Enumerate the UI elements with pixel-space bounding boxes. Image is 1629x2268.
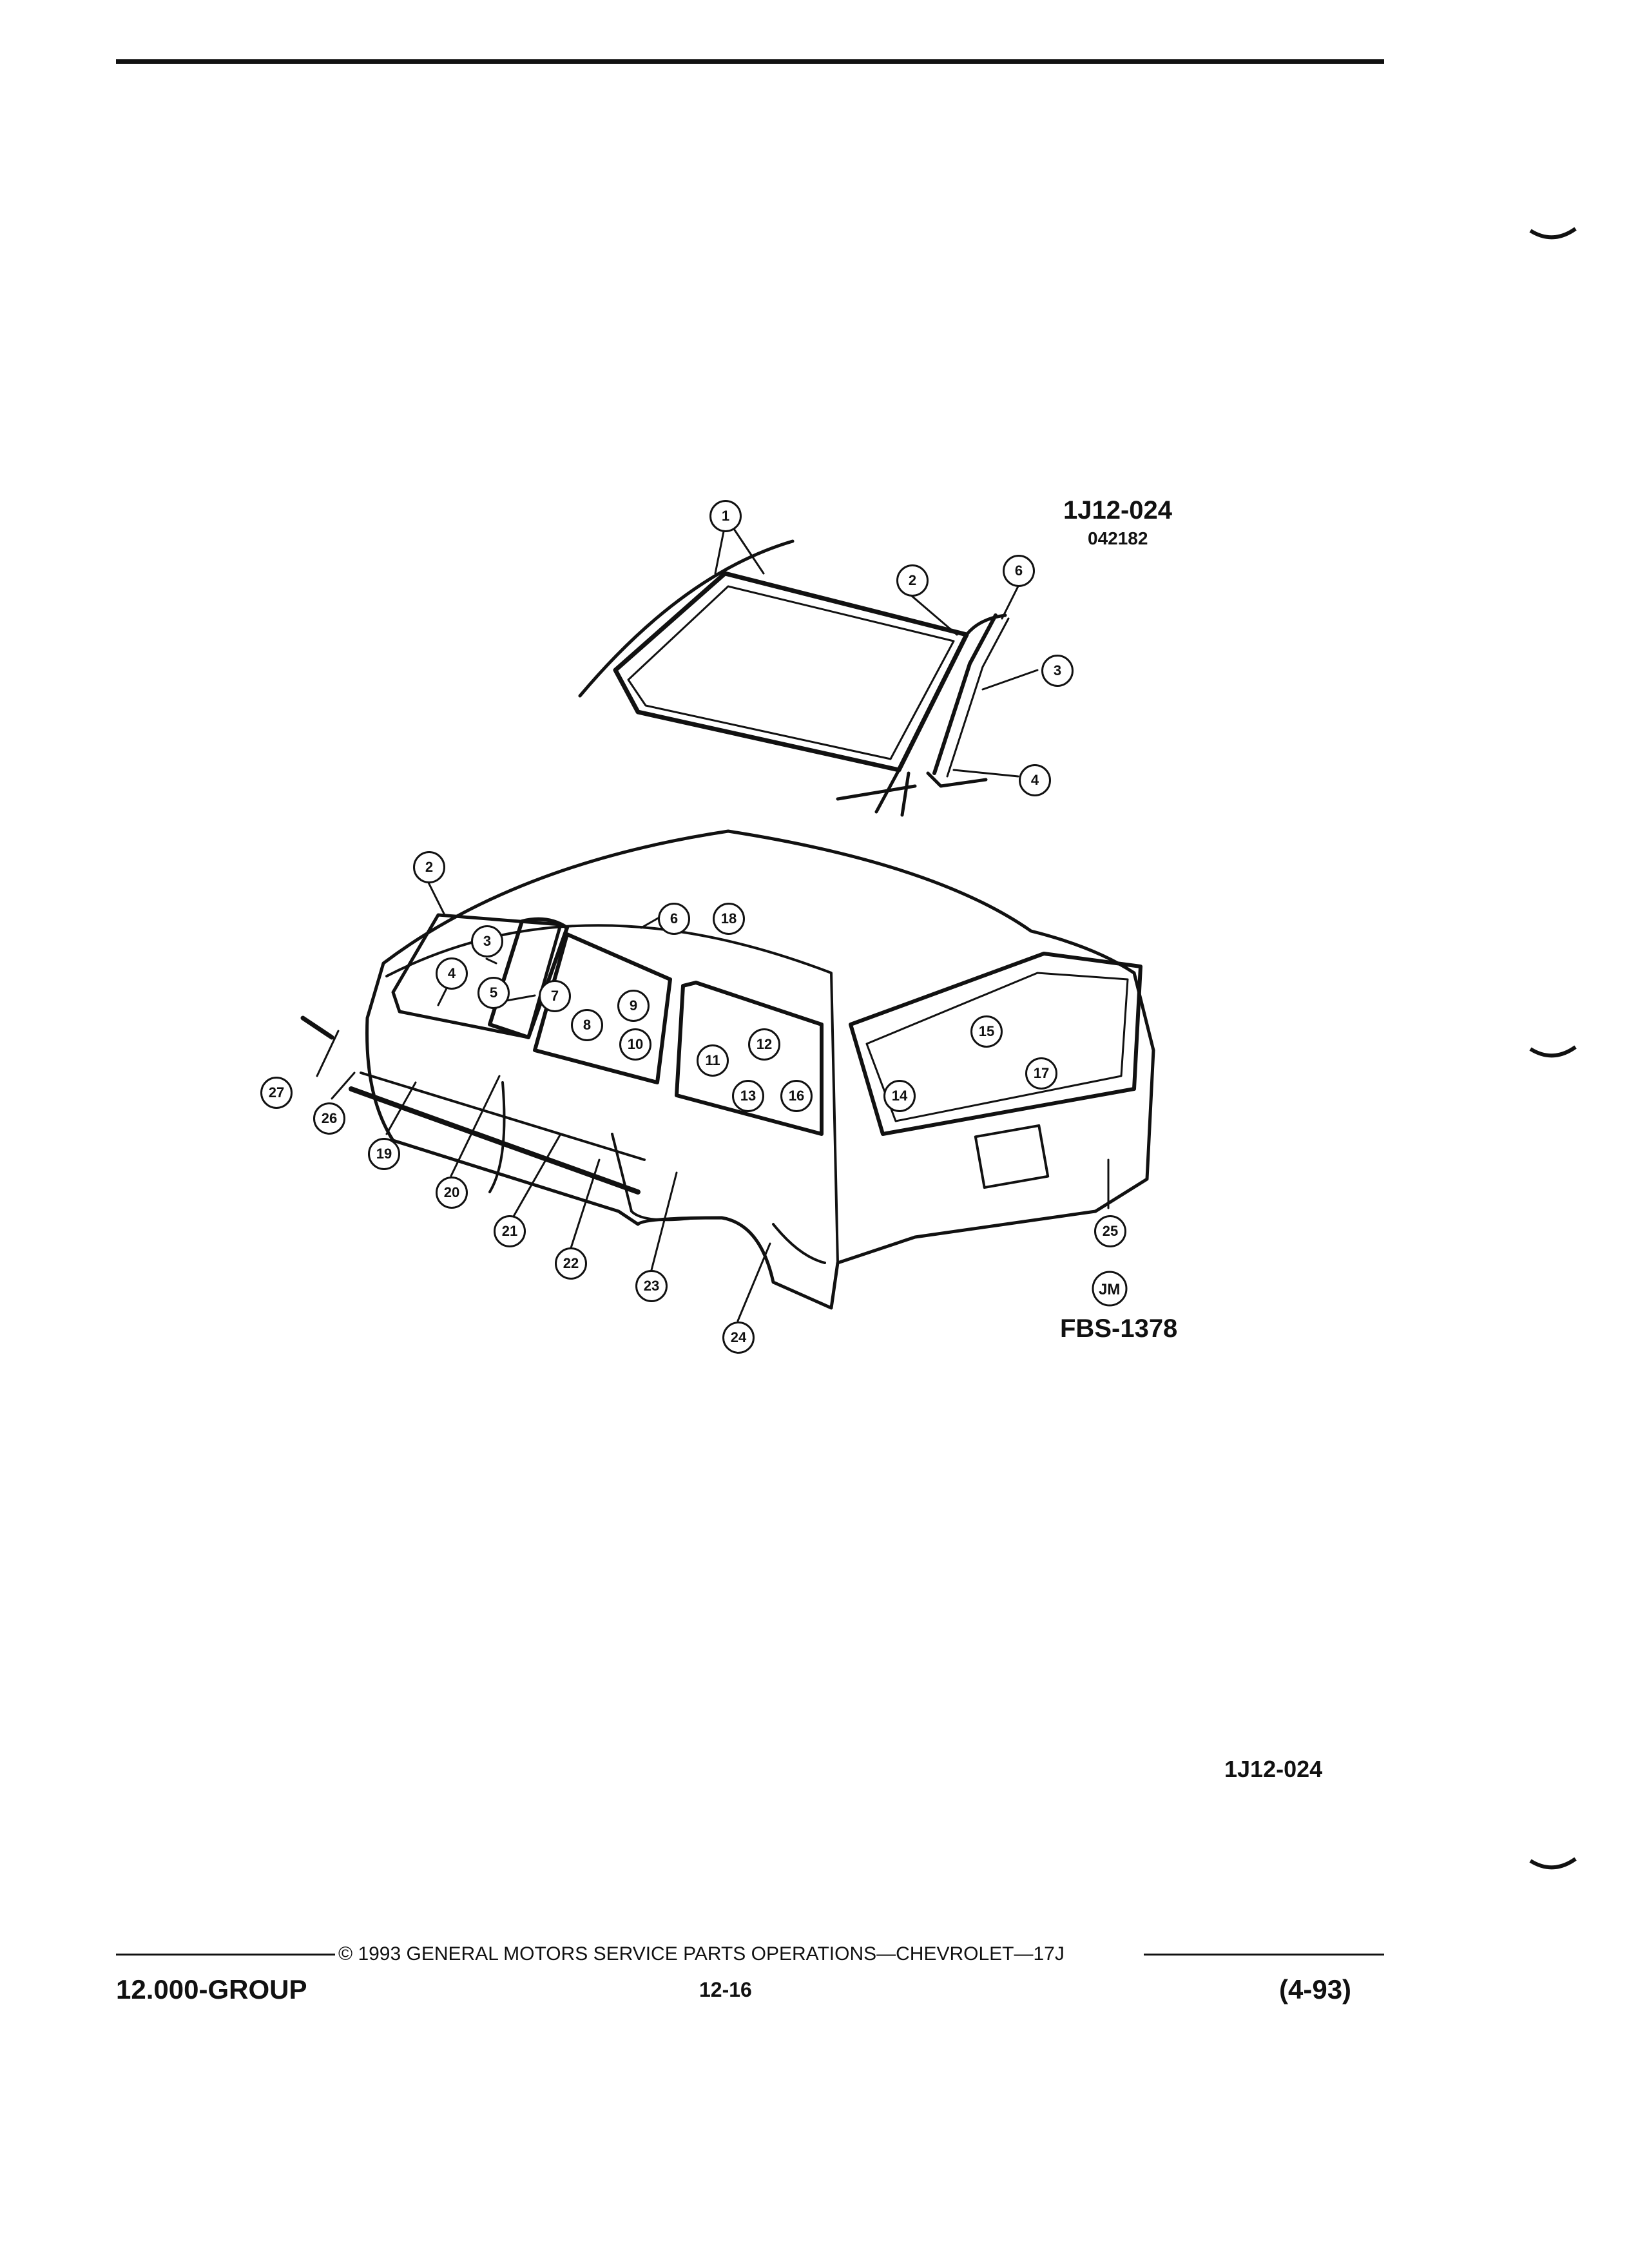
- callout-23: 23: [635, 1270, 668, 1302]
- wagon-body: [300, 829, 1155, 1310]
- callout-16: 16: [780, 1080, 813, 1112]
- margin-mark: [1529, 227, 1577, 240]
- figure-code: 1J12-024: [1063, 496, 1173, 524]
- callout-7: 7: [539, 980, 571, 1012]
- callout-9: 9: [617, 990, 650, 1022]
- callout-4: 4: [1019, 764, 1051, 796]
- footer-rule-left: [116, 1954, 335, 1956]
- callout-14: 14: [883, 1080, 916, 1112]
- callout-1: 1: [709, 500, 742, 532]
- callout-10: 10: [619, 1028, 651, 1061]
- drawing-number: FBS-1378: [1060, 1314, 1178, 1343]
- callout-5: 5: [477, 977, 510, 1009]
- callout-22: 22: [555, 1247, 587, 1280]
- callout-4: 4: [436, 957, 468, 990]
- callout-18: 18: [713, 903, 745, 935]
- callout-24: 24: [722, 1321, 755, 1354]
- callout-2: 2: [413, 851, 445, 883]
- callout-13: 13: [732, 1080, 764, 1112]
- margin-mark: [1529, 1045, 1577, 1058]
- footer-rule-right: [1144, 1954, 1384, 1956]
- footer-page-number: 12-16: [699, 1978, 752, 2001]
- callout-26: 26: [313, 1102, 345, 1135]
- callout-12: 12: [748, 1028, 780, 1061]
- artist-mark: JM: [1099, 1281, 1121, 1298]
- callout-11: 11: [697, 1044, 729, 1077]
- callout-19: 19: [368, 1138, 400, 1170]
- margin-mark: [1529, 1857, 1577, 1870]
- callout-20: 20: [436, 1177, 468, 1209]
- footer-date: (4-93): [1279, 1974, 1352, 2004]
- callout-3: 3: [471, 925, 503, 957]
- leader-lines: [316, 524, 1110, 1322]
- callout-21: 21: [494, 1215, 526, 1247]
- callout-15: 15: [970, 1015, 1003, 1048]
- callout-2: 2: [896, 564, 929, 597]
- artist-mark-circle: [1092, 1271, 1128, 1307]
- windshield-detail: [578, 539, 1010, 817]
- callout-8: 8: [571, 1009, 603, 1041]
- callout-6: 6: [658, 903, 690, 935]
- callout-17: 17: [1025, 1057, 1057, 1090]
- figure-date-code: 042182: [1088, 528, 1148, 548]
- callout-3: 3: [1041, 655, 1074, 687]
- top-rule: [116, 59, 1384, 64]
- bottom-figure-code: 1J12-024: [1224, 1756, 1323, 1782]
- footer-copyright: © 1993 GENERAL MOTORS SERVICE PARTS OPER…: [338, 1943, 1065, 1965]
- callout-6: 6: [1003, 555, 1035, 587]
- callout-27: 27: [260, 1077, 293, 1109]
- footer-group: 12.000-GROUP: [116, 1974, 307, 2004]
- callout-25: 25: [1094, 1215, 1126, 1247]
